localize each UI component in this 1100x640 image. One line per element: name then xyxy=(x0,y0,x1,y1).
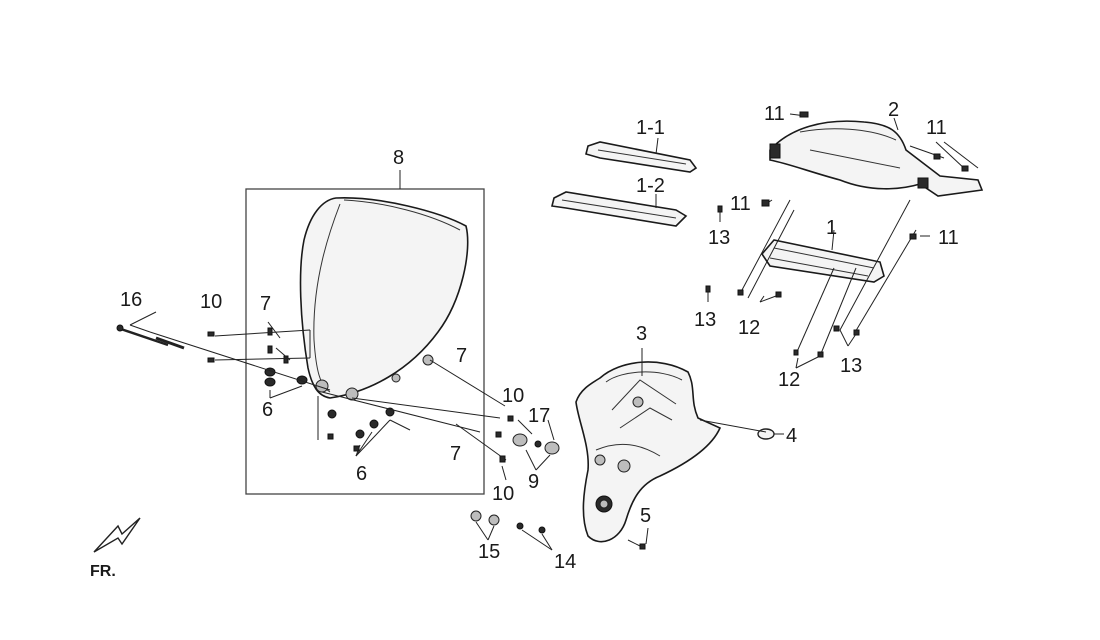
callout-13: 13 xyxy=(694,309,716,331)
callout-9: 9 xyxy=(528,471,539,493)
meter-fasteners xyxy=(705,111,969,358)
meter-cover-part-2 xyxy=(769,117,984,197)
callout-17: 17 xyxy=(528,405,550,427)
callout-7: 7 xyxy=(450,443,461,465)
callout-4: 4 xyxy=(786,425,797,447)
callout-5: 5 xyxy=(640,505,651,527)
callout-10: 10 xyxy=(492,483,514,505)
grommet-part-4 xyxy=(699,419,784,440)
callout-1-2: 1-2 xyxy=(636,175,665,197)
callout-10: 10 xyxy=(502,385,524,407)
meter-lens-part-1-1 xyxy=(585,137,698,173)
meter-base-part-1-2 xyxy=(551,191,688,227)
callout-2: 2 xyxy=(888,99,899,121)
meter-part-1 xyxy=(760,229,885,283)
callout-3: 3 xyxy=(636,323,647,345)
callout-15: 15 xyxy=(478,541,500,563)
callout-11: 11 xyxy=(938,227,959,249)
callout-14: 14 xyxy=(554,551,576,573)
callout-10: 10 xyxy=(200,291,222,313)
callout-12: 12 xyxy=(778,369,800,391)
callout-13: 13 xyxy=(840,355,862,377)
callout-7: 7 xyxy=(260,293,271,315)
front-direction-arrow xyxy=(93,517,141,553)
callout-11: 11 xyxy=(926,117,947,139)
callout-labels: 8 1-1 1-2 2 11 11 11 11 1 13 13 13 12 12… xyxy=(90,99,959,580)
callout-16: 16 xyxy=(120,289,142,311)
fasteners-9-17 xyxy=(495,415,560,481)
callout-1: 1 xyxy=(826,217,837,239)
windscreen-fasteners xyxy=(264,327,395,452)
callout-8: 8 xyxy=(393,147,404,169)
callout-11: 11 xyxy=(764,103,785,125)
front-cover-part-3 xyxy=(575,348,722,543)
callout-11: 11 xyxy=(730,193,751,215)
fasteners-14-15 xyxy=(470,510,649,551)
bolt-part-16 xyxy=(116,324,185,350)
callout-6: 6 xyxy=(356,463,367,485)
windscreen-part xyxy=(299,197,469,401)
direction-label: FR. xyxy=(90,563,116,580)
callout-6: 6 xyxy=(262,399,273,421)
callout-13: 13 xyxy=(708,227,730,249)
callout-12: 12 xyxy=(738,317,760,339)
callout-7: 7 xyxy=(456,345,467,367)
callout-1-1: 1-1 xyxy=(636,117,665,139)
windscreen-group-frame xyxy=(245,188,485,495)
